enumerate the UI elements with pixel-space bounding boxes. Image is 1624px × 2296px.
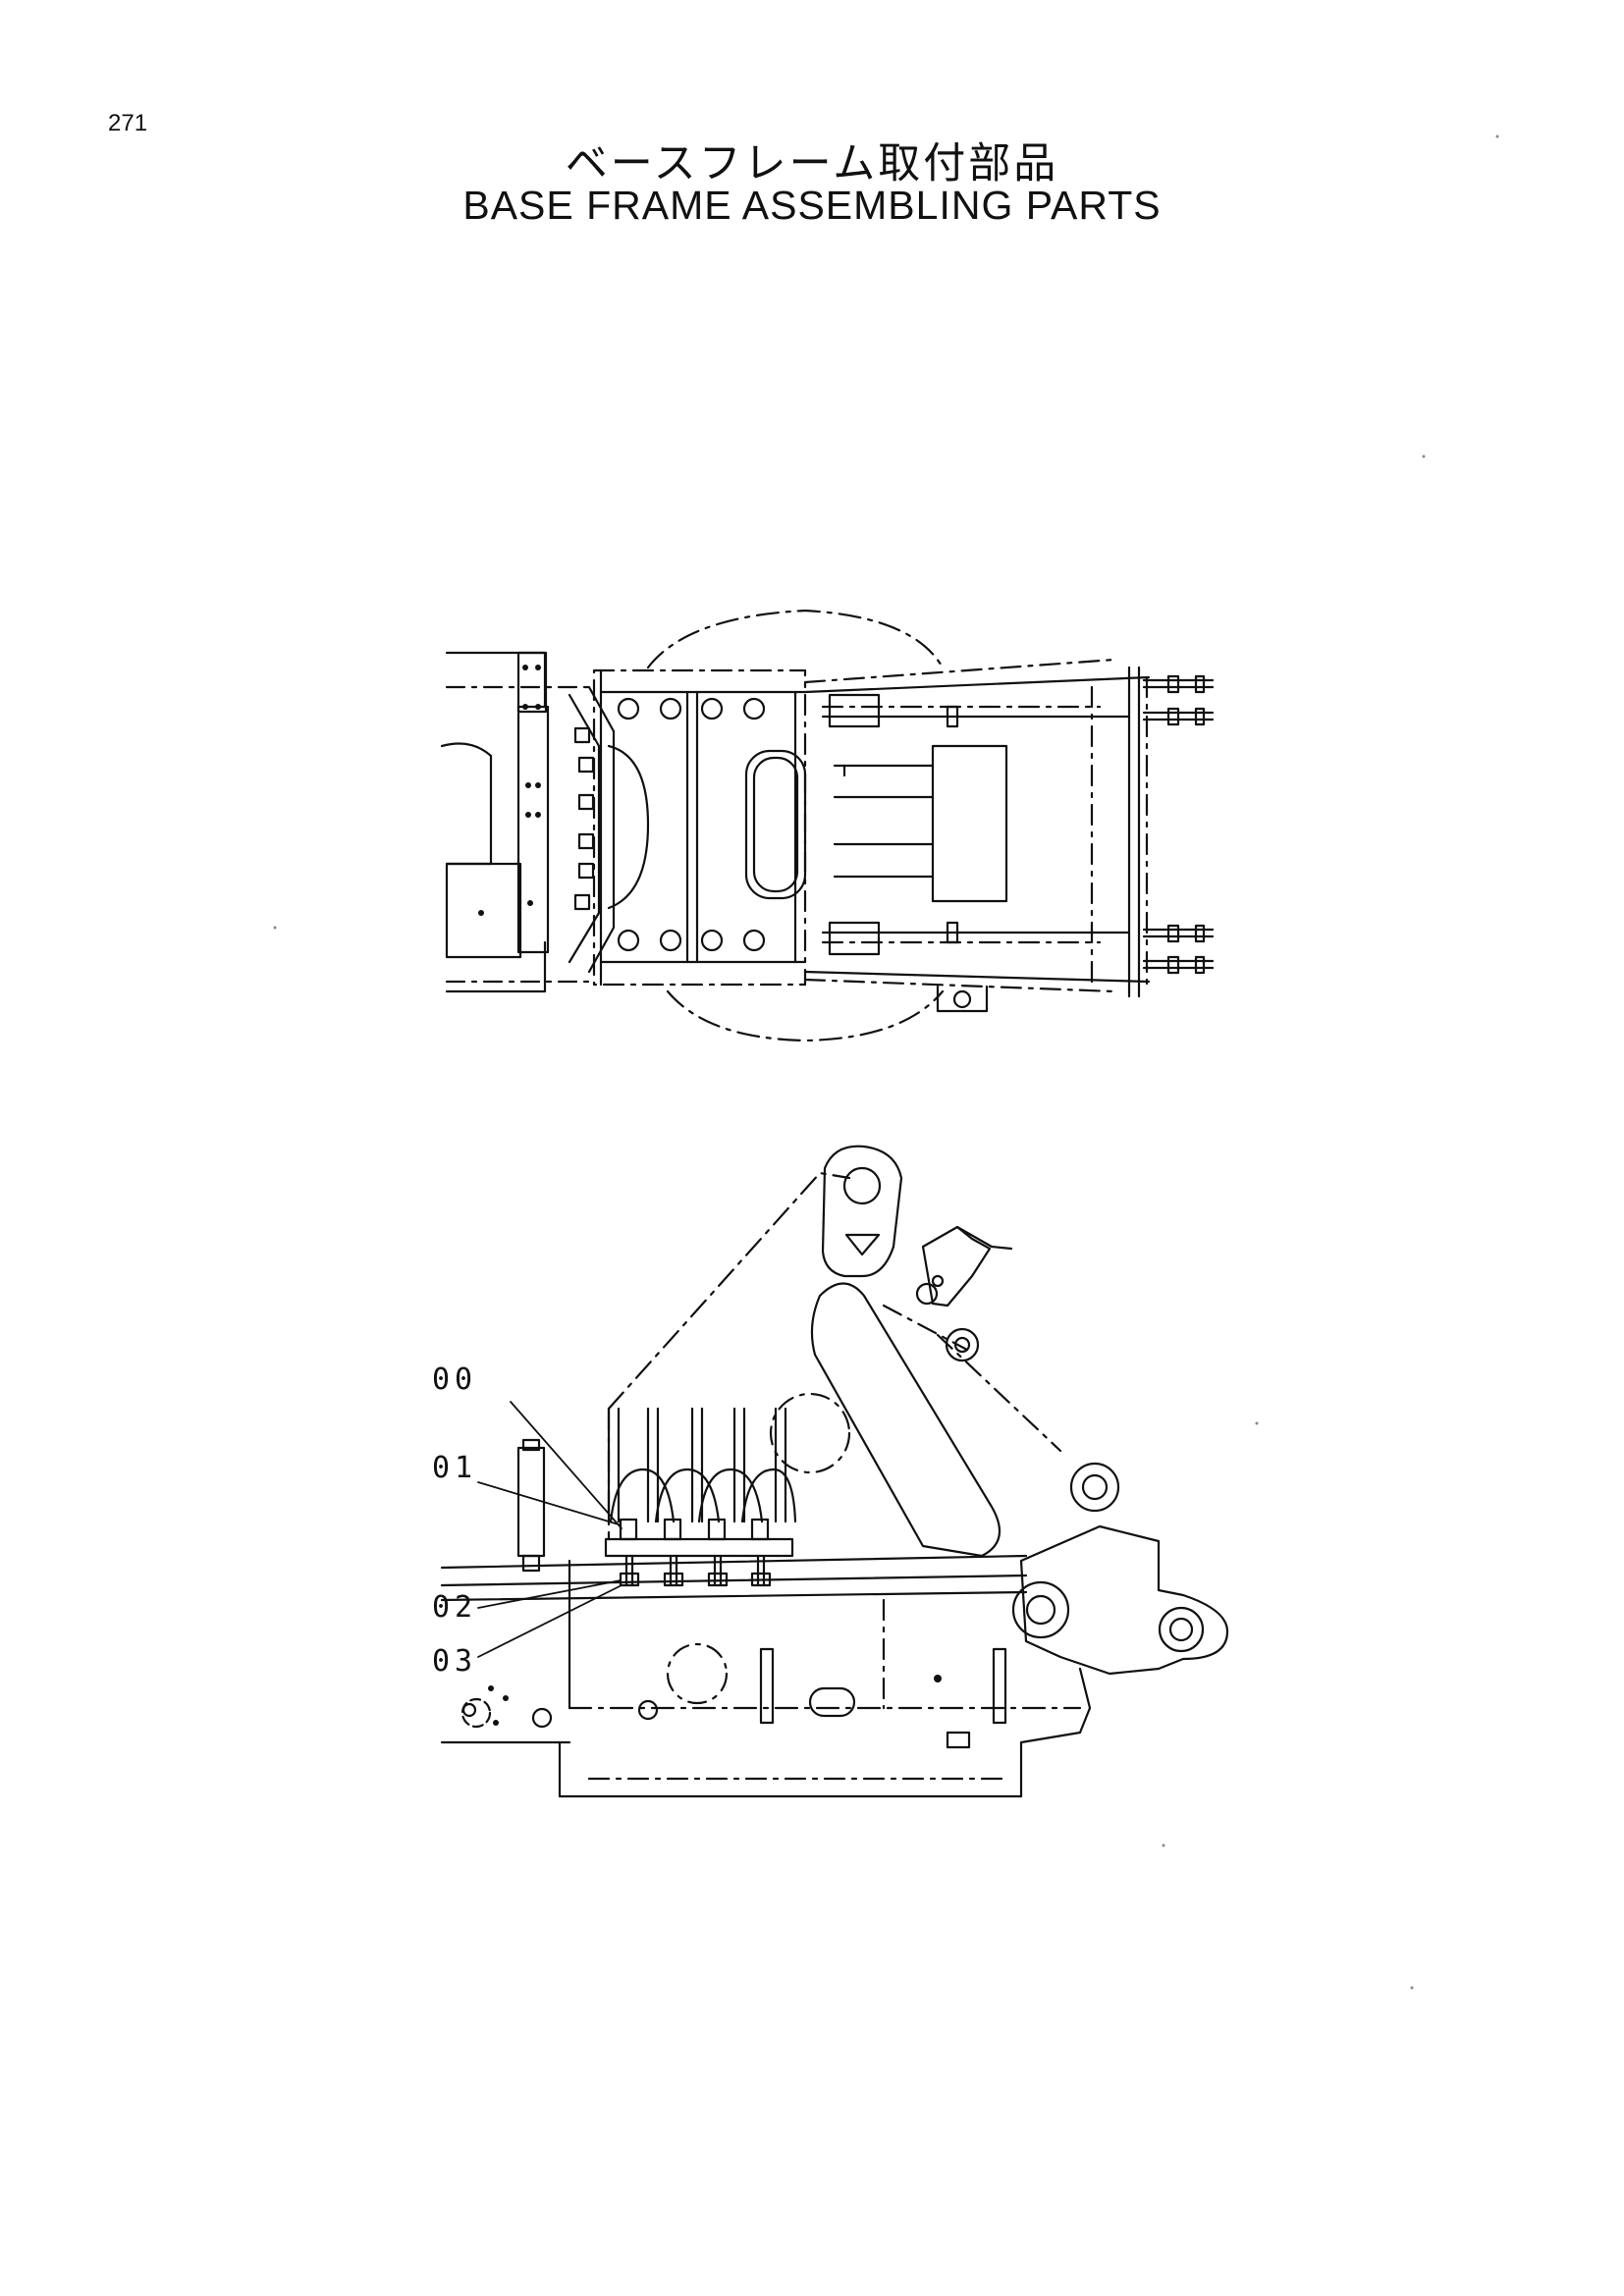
plate-row <box>607 1407 797 1523</box>
callout-01: 01 <box>432 1451 478 1485</box>
top-view-drawing <box>440 609 1215 1042</box>
callout-leaders <box>477 1401 623 1658</box>
callout-00: 00 <box>432 1362 478 1397</box>
bolt-assembly-row <box>619 1518 772 1587</box>
turntable-arc-top <box>646 609 945 669</box>
side-view-drawing <box>440 1145 1229 1798</box>
title-japanese: ベースフレーム取付部品 <box>565 139 1059 188</box>
title-english: BASE FRAME ASSEMBLING PARTS <box>462 183 1162 228</box>
callout-03: 03 <box>432 1644 478 1679</box>
page-number: 271 <box>108 110 148 136</box>
turntable-arc-bottom <box>666 989 945 1042</box>
callout-02: 02 <box>432 1590 478 1625</box>
